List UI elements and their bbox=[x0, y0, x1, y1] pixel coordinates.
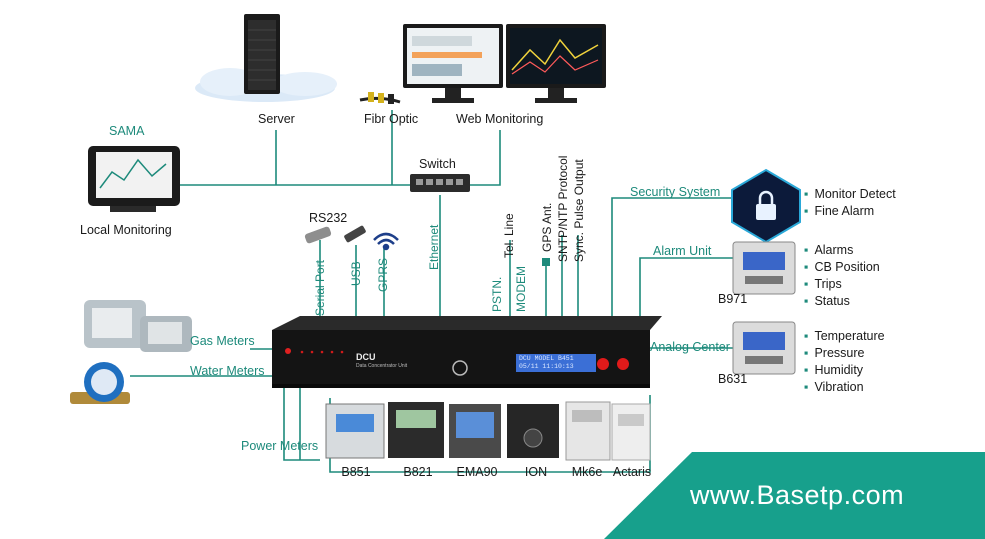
dcu-subtitle: Data Concentrator Unit bbox=[356, 363, 408, 369]
water-meters-label: Water Meters bbox=[190, 364, 265, 378]
meter-mk6e bbox=[565, 401, 611, 461]
serial-cable-icon bbox=[304, 226, 332, 244]
web-monitoring-label: Web Monitoring bbox=[456, 112, 544, 126]
server-label: Server bbox=[258, 112, 295, 126]
analog-item: Temperature bbox=[804, 329, 884, 343]
alarm-item: Status bbox=[804, 294, 849, 308]
security-item: Monitor Detect bbox=[804, 187, 895, 201]
rs232-label: RS232 bbox=[309, 211, 348, 225]
usb-label: USB bbox=[349, 261, 363, 286]
meter-b851 bbox=[325, 403, 385, 459]
alarm-unit-label: Alarm Unit bbox=[653, 244, 712, 258]
analog-item: Pressure bbox=[804, 346, 864, 360]
b971-label: B971 bbox=[718, 292, 748, 306]
fiber-optic-icon bbox=[359, 92, 401, 104]
meter-caption: B821 bbox=[403, 465, 433, 479]
gas-meters-label: Gas Meters bbox=[190, 334, 255, 348]
dcu-device bbox=[272, 316, 662, 388]
local-monitor-icon bbox=[88, 146, 180, 212]
security-item: Fine Alarm bbox=[804, 204, 874, 218]
alarm-item: Alarms bbox=[804, 243, 853, 257]
meter-ema90 bbox=[449, 404, 501, 458]
tel-line-label: Tel. Line bbox=[502, 213, 516, 258]
gas-meter-icon bbox=[84, 300, 192, 352]
dcu-name: DCU bbox=[356, 352, 376, 362]
analog-item: Vibration bbox=[804, 380, 863, 394]
pstn-label: PSTN. bbox=[490, 276, 504, 312]
b631-label: B631 bbox=[718, 372, 748, 386]
water-meter-icon bbox=[70, 362, 130, 404]
meter-actaris bbox=[611, 403, 651, 461]
b971-device bbox=[732, 241, 796, 295]
local-monitoring-label: Local Monitoring bbox=[80, 223, 172, 237]
dcu-display: DCU MODEL B451 05/11 11:10:13 bbox=[516, 354, 596, 372]
power-meters-label: Power Meters bbox=[241, 439, 319, 453]
alarm-item: CB Position bbox=[804, 260, 879, 274]
dcu-display-line1: DCU MODEL B451 bbox=[519, 355, 574, 362]
meter-caption: B851 bbox=[341, 465, 371, 479]
meter-caption: EMA90 bbox=[456, 465, 498, 479]
gps-antenna-icon bbox=[542, 258, 550, 266]
security-system-label: Security System bbox=[630, 185, 721, 199]
analog-item: Humidity bbox=[804, 363, 863, 377]
gprs-label: GPRS bbox=[376, 257, 390, 292]
web-monitor-icon bbox=[403, 24, 606, 103]
sync-label: Sync. Pulse Output bbox=[572, 159, 586, 262]
analog-center-label: Analog Center bbox=[650, 340, 730, 354]
b631-device bbox=[732, 321, 796, 375]
meter-caption: ION bbox=[524, 465, 548, 479]
switch-icon bbox=[410, 174, 470, 192]
usb-cable-icon bbox=[344, 225, 366, 243]
website-link[interactable]: www.Basetp.com bbox=[690, 480, 905, 510]
security-lock-icon bbox=[731, 168, 801, 244]
meter-ion bbox=[507, 404, 559, 458]
server-icon bbox=[195, 14, 337, 102]
alarm-item: Trips bbox=[804, 277, 841, 291]
website-banner bbox=[604, 452, 985, 539]
meter-b821 bbox=[388, 402, 444, 458]
gps-ant-label: GPS Ant. bbox=[540, 202, 554, 252]
meter-caption: Mk6e bbox=[571, 465, 603, 479]
switch-label: Switch bbox=[419, 157, 456, 171]
serial-port-label: Serial Port bbox=[313, 259, 327, 316]
dcu-display-line2: 05/11 11:10:13 bbox=[519, 363, 574, 370]
gprs-icon bbox=[373, 232, 399, 251]
sama-label: SAMA bbox=[109, 124, 145, 138]
modem-label: MODEM bbox=[514, 266, 528, 312]
sntp-label: SNTP/NTP Protocol bbox=[556, 155, 570, 262]
fibr-optic-label: Fibr Optic bbox=[364, 112, 419, 126]
meter-caption: Actaris bbox=[612, 465, 652, 479]
ethernet-label: Ethernet bbox=[427, 224, 441, 270]
